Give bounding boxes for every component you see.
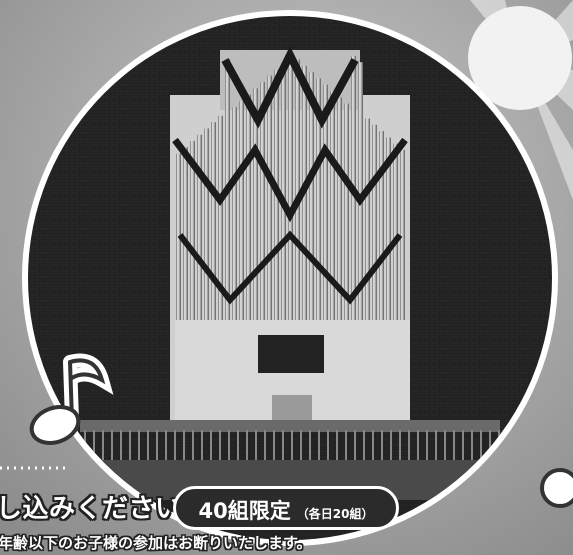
- organ-pipe: [372, 124, 377, 320]
- organ-pipe: [253, 88, 258, 320]
- limit-badge-main: 40組限定: [198, 499, 291, 523]
- organ-pipe: [204, 128, 209, 320]
- organ-pipe: [281, 63, 286, 320]
- organ-pipe: [295, 59, 300, 320]
- organ-pipe: [211, 122, 216, 320]
- apply-headline: し込みください。: [0, 494, 209, 524]
- organ-pipe: [330, 91, 335, 320]
- organ-pipe: [218, 115, 223, 320]
- organ-pipe: [365, 118, 370, 320]
- organ-pipe: [190, 141, 195, 320]
- organ-pipe: [337, 97, 342, 320]
- sun-shape: [468, 6, 572, 110]
- age-restriction-note: 年齢以下のお子様の参加はお断りいたします。: [0, 534, 312, 552]
- organ-pipe: [323, 84, 328, 320]
- organ-pipe: [232, 107, 237, 320]
- organ-pipe: [197, 134, 202, 320]
- balcony-railing: [84, 430, 500, 462]
- organ-pipe: [239, 100, 244, 321]
- organ-pipe: [260, 82, 265, 320]
- music-note-icon-right: [540, 468, 573, 508]
- organ-pipe: [316, 78, 321, 321]
- organ-pipe: [309, 72, 314, 320]
- organ-pipe: [379, 131, 384, 320]
- music-note-icon-left: [29, 353, 114, 445]
- limit-badge: 40組限定 （各日20組）: [173, 486, 399, 530]
- organ-pipe: [358, 62, 363, 320]
- organ-pipe: [267, 75, 272, 320]
- organ-pipe: [183, 147, 188, 320]
- organ-pipe: [344, 103, 349, 320]
- organ-pipe: [246, 94, 251, 320]
- limit-badge-sub: （各日20組）: [296, 507, 374, 521]
- organ-pipe: [386, 137, 391, 320]
- organ-pipe: [393, 143, 398, 320]
- organ-pipe: [288, 56, 293, 321]
- organ-pipe: [400, 150, 405, 320]
